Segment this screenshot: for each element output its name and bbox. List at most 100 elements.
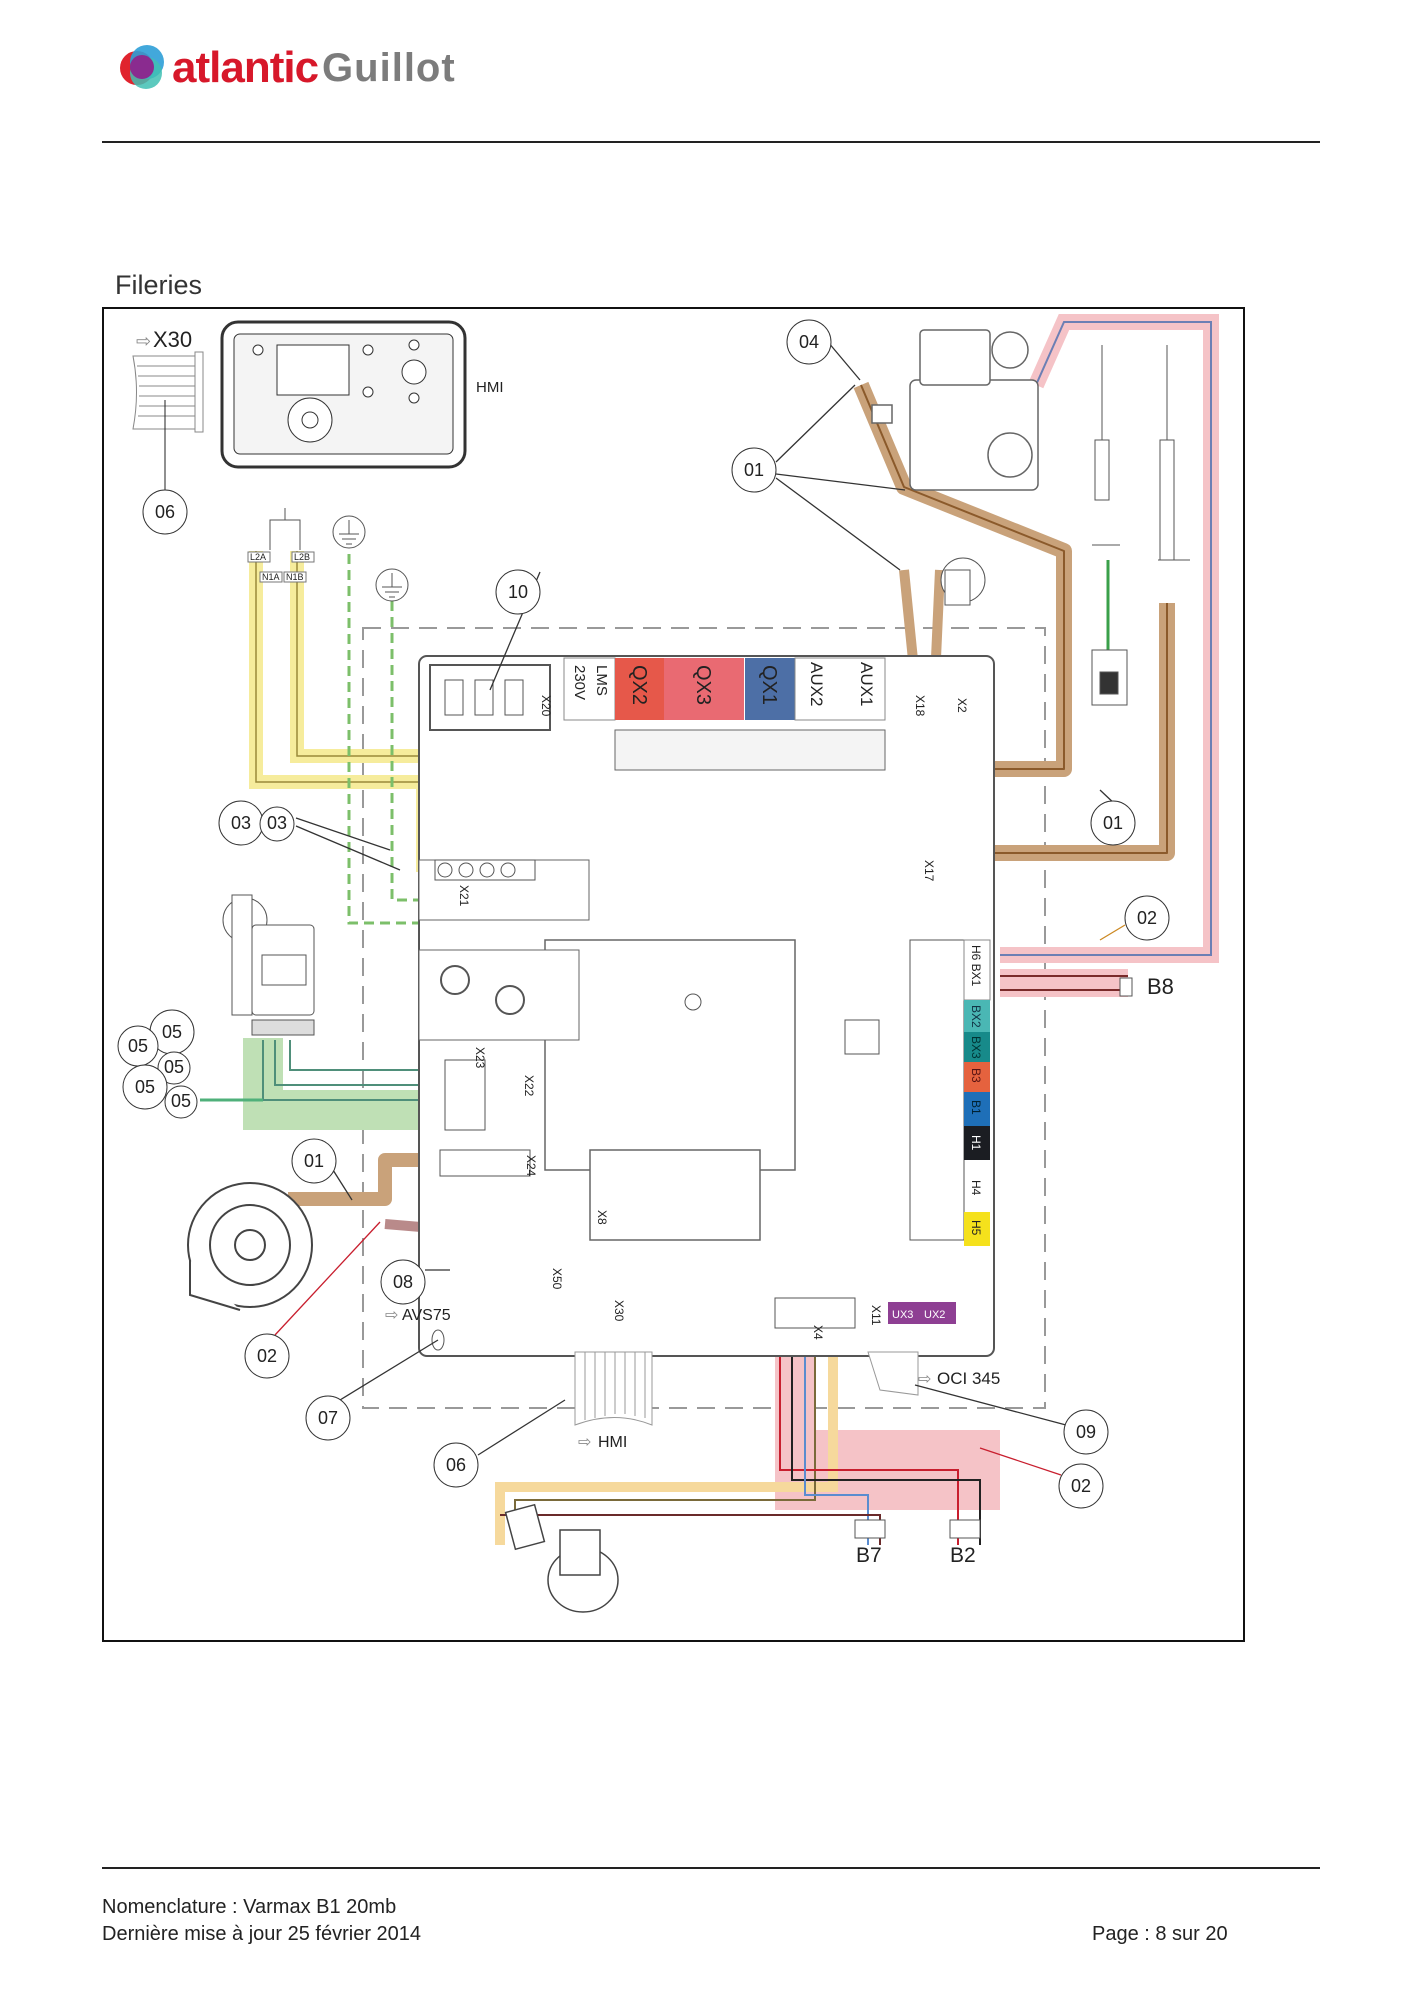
- connector-x22: X22: [522, 1075, 536, 1097]
- label-qx2: QX2: [628, 665, 650, 705]
- callout-03-small: 03: [259, 806, 295, 842]
- callout-05-c: 05: [157, 1051, 191, 1085]
- callout-01: 01: [731, 447, 777, 493]
- callout-05-b: 05: [117, 1025, 159, 1067]
- label-h1: H1: [969, 1135, 983, 1151]
- x30-ribbon-connector: [132, 351, 204, 492]
- svg-text:05: 05: [128, 1036, 148, 1056]
- callout-05-a: 05: [149, 1009, 195, 1055]
- svg-text:06: 06: [446, 1455, 466, 1475]
- water-pressure-sensor: [504, 1503, 619, 1613]
- header-divider: [102, 141, 1320, 143]
- svg-text:03: 03: [267, 813, 287, 833]
- circulator-pump: [222, 894, 315, 1036]
- control-board: [418, 655, 995, 1357]
- connector-x21: X21: [457, 885, 471, 907]
- label-h6-bx1: H6 BX1: [969, 945, 983, 987]
- label-b1: B1: [969, 1100, 983, 1115]
- fan: [187, 1182, 313, 1311]
- label-b7: B7: [856, 1544, 882, 1567]
- connector-x30: X30: [612, 1300, 626, 1322]
- svg-text:02: 02: [257, 1346, 277, 1366]
- terminal-l2a: L2A: [250, 552, 266, 562]
- callout-09: 09: [1063, 1409, 1109, 1455]
- label-x30: X30: [153, 327, 192, 352]
- svg-text:01: 01: [1103, 813, 1123, 833]
- label-ux3: UX3: [892, 1309, 913, 1321]
- brand-name-primary: atlantic: [172, 43, 319, 92]
- callout-05-d: 05: [122, 1064, 168, 1110]
- diagram-frame: [102, 307, 1245, 1642]
- power-terminal: L2A L2B N1A N1B: [247, 508, 315, 583]
- board-connector-labels: X20 X18 X2 X21 X17 X23 X22 X24 X8 X50 X3…: [457, 695, 969, 1340]
- label-aux2: AUX2: [807, 662, 826, 706]
- callout-08: 08: [380, 1259, 426, 1305]
- svg-text:06: 06: [155, 502, 175, 522]
- connector-x4: X4: [811, 1325, 825, 1340]
- earth-icon: [332, 515, 409, 602]
- diagram-labels: X30 ⇨ HMI B8 ⇨ AVS75 ⇨ HMI ⇨ OCI 345 B7 …: [136, 327, 1174, 1567]
- label-hmi-top: HMI: [476, 379, 504, 396]
- callout-06-bottom: 06: [433, 1442, 479, 1488]
- label-230v: 230V: [571, 665, 588, 700]
- arrow-icon: ⇨: [385, 1307, 398, 1324]
- svg-text:05: 05: [162, 1022, 182, 1042]
- terminal-l2b: L2B: [294, 552, 310, 562]
- arrow-icon: ⇨: [578, 1434, 591, 1451]
- brand-logo: atlantic Guillot: [120, 42, 456, 94]
- svg-text:01: 01: [304, 1151, 324, 1171]
- label-b2: B2: [950, 1544, 976, 1567]
- callout-01-right: 01: [1090, 800, 1136, 846]
- connector-x11: X11: [869, 1305, 883, 1326]
- svg-text:10: 10: [508, 582, 528, 602]
- connector-x2: X2: [955, 698, 969, 713]
- air-pressure-switch: [940, 557, 986, 606]
- label-b3: B3: [969, 1068, 983, 1083]
- callout-10: 10: [495, 569, 541, 615]
- label-h5: H5: [969, 1220, 983, 1236]
- label-lms: LMS: [593, 665, 610, 696]
- label-bx3: BX3: [969, 1036, 983, 1059]
- brand-name-secondary: Guillot: [322, 45, 456, 90]
- board-right-strip-labels: H6 BX1 BX2 BX3 B3 B1 H1 H4 H5 UX3 UX2: [892, 945, 983, 1321]
- svg-text:09: 09: [1076, 1422, 1096, 1442]
- logo-mark-icon: [120, 45, 166, 91]
- label-aux1: AUX1: [857, 662, 876, 706]
- label-qx3: QX3: [692, 665, 714, 705]
- harness-yellow-bottom: [495, 1333, 981, 1545]
- svg-text:02: 02: [1137, 908, 1157, 928]
- connector-x20: X20: [539, 695, 553, 717]
- connector-x8: X8: [595, 1210, 609, 1225]
- boiler-outline: [362, 627, 1046, 1409]
- connector-x17: X17: [922, 860, 936, 882]
- harness-green-05: [200, 1038, 442, 1130]
- label-h4: H4: [969, 1180, 983, 1196]
- footer-page-number: Page : 8 sur 20: [1092, 1923, 1228, 1945]
- svg-text:05: 05: [164, 1057, 184, 1077]
- arrow-icon: ⇨: [136, 331, 151, 351]
- label-ux2: UX2: [924, 1309, 945, 1321]
- callout-leaders: [274, 341, 1136, 1476]
- callout-02-bottom: 02: [1058, 1463, 1104, 1509]
- label-oci345: OCI 345: [937, 1369, 1000, 1388]
- label-bx2: BX2: [969, 1005, 983, 1028]
- arrow-icon: ⇨: [918, 1371, 931, 1388]
- connector-x23: X23: [473, 1047, 487, 1069]
- svg-text:02: 02: [1071, 1476, 1091, 1496]
- terminal-n1b: N1B: [286, 572, 304, 582]
- callout-01-left: 01: [291, 1138, 337, 1184]
- svg-text:08: 08: [393, 1272, 413, 1292]
- electrodes: [1091, 345, 1190, 706]
- connector-x50: X50: [550, 1268, 564, 1290]
- label-qx1: QX1: [758, 665, 780, 705]
- section-title: Fileries: [115, 270, 203, 300]
- hmi-panel: [220, 320, 467, 469]
- label-b8: B8: [1147, 974, 1174, 999]
- svg-text:05: 05: [135, 1077, 155, 1097]
- callout-04: 04: [786, 319, 832, 365]
- hmi-ribbon-bottom: [574, 1351, 653, 1426]
- callout-02-left: 02: [244, 1333, 290, 1379]
- callout-02-right: 02: [1124, 895, 1170, 941]
- svg-text:01: 01: [744, 460, 764, 480]
